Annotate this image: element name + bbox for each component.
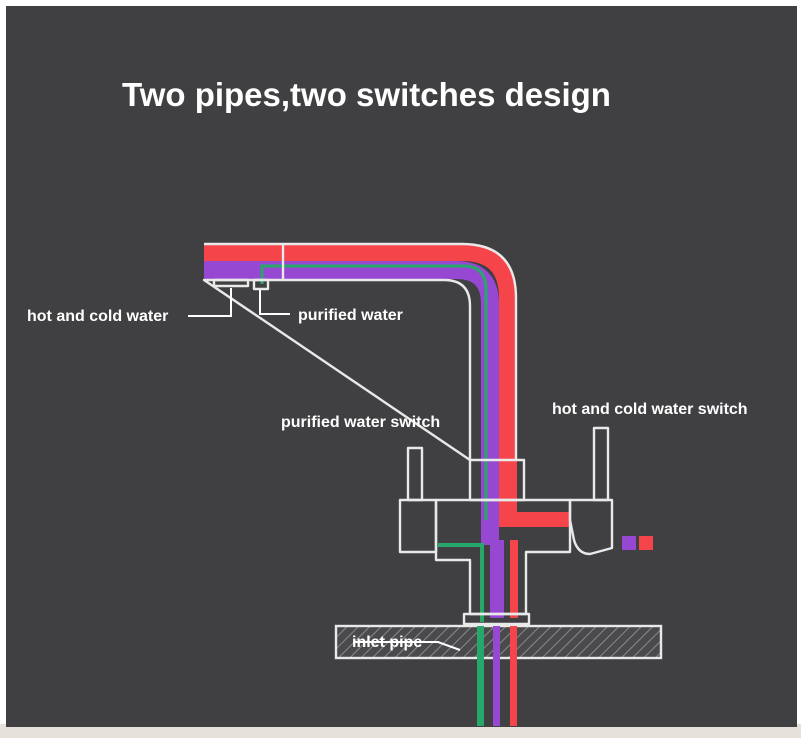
red-body-channel (510, 540, 518, 618)
photo-strip (0, 724, 801, 738)
label-inlet-pipe: inlet pipe (352, 634, 422, 651)
base-plate (462, 612, 531, 626)
left-switch-handle[interactable] (406, 446, 424, 502)
right-switch-handle[interactable] (592, 426, 610, 502)
leader-inlet (354, 641, 461, 651)
legend-swatch-purple (622, 536, 636, 550)
aerator-hot-cold (212, 278, 250, 288)
aerator-purified (252, 278, 270, 291)
spout-channels (204, 243, 517, 545)
diagram-background (6, 6, 797, 727)
spout-outline (202, 242, 518, 462)
page-title: Two pipes,two switches design (122, 76, 611, 113)
label-hot-cold-switch: hot and cold water switch (552, 401, 748, 418)
right-switch-block[interactable] (568, 498, 614, 556)
label-purified-water: purified water (298, 307, 403, 324)
purple-body-channel (490, 540, 504, 618)
label-purified-switch: purified water switch (281, 414, 440, 431)
leader-hot-cold (188, 288, 232, 317)
inlet-pipes (477, 626, 517, 726)
hot-cold-branch (499, 512, 569, 527)
legend-swatch-red (639, 536, 653, 550)
label-hot-cold-water: hot and cold water (27, 308, 168, 325)
leader-purified (259, 290, 290, 315)
purified-branch (438, 543, 484, 622)
